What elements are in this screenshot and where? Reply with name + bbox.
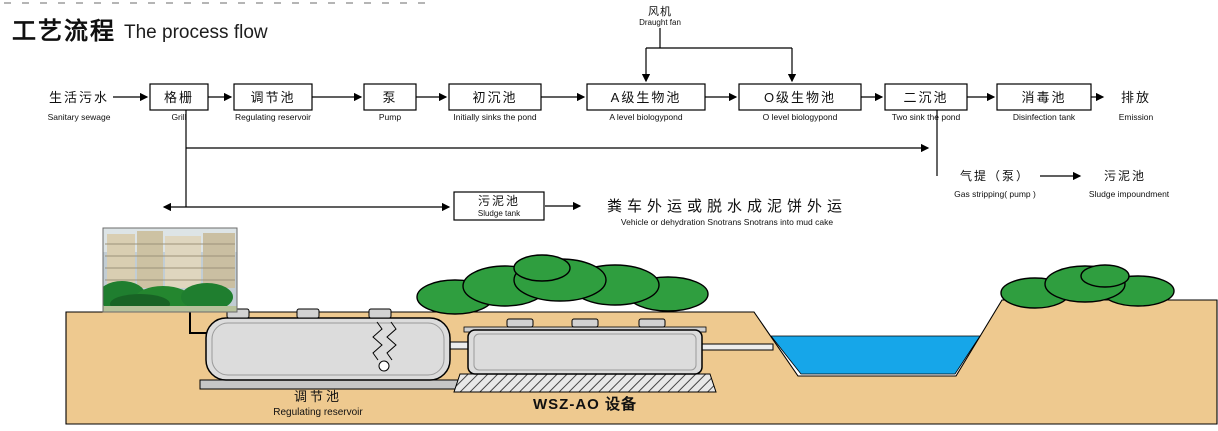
site-photo <box>103 228 237 312</box>
sludge-impoundment-label-zh: 污泥池 <box>1104 169 1146 183</box>
node-box <box>149 83 209 111</box>
tank-body-inner <box>211 322 445 376</box>
equipment-cap <box>571 318 599 328</box>
pipe-tank-to-equipment <box>449 341 471 350</box>
sludge-impoundment-label-en: Sludge impoundment <box>1089 189 1170 199</box>
equipment-body-inner <box>473 333 697 371</box>
sludge-tank-node: 污泥池 Sludge tank <box>453 191 545 221</box>
node-label-zh: 格栅 <box>164 90 194 105</box>
level-gauge <box>386 321 397 361</box>
node-box <box>363 83 417 111</box>
bushes-left <box>416 254 709 315</box>
equipment-body <box>467 329 703 375</box>
wsz-ao-equipment <box>453 318 717 393</box>
node-label-zh: 二沉池 <box>903 90 948 105</box>
regulating-tank-label-en: Regulating reservoir <box>273 407 363 418</box>
sludge-tank-label-zh: 污泥池 <box>478 194 520 208</box>
node-box <box>448 83 542 111</box>
node-label-en: Regulating reservoir <box>235 112 311 122</box>
node-box <box>884 83 968 111</box>
ground-illustration: 调节池 Regulating reservoir WSZ-AO 设备 <box>65 227 1218 425</box>
pond-water <box>770 335 981 375</box>
node-label-en: Disinfection tank <box>1013 112 1076 122</box>
regulating-tank-label-zh: 调节池 <box>294 389 342 404</box>
tank-base-slab <box>199 379 459 390</box>
node-box <box>738 83 862 111</box>
gauge-float <box>378 360 390 372</box>
source-label-zh: 生活污水 <box>49 90 109 105</box>
page-title-zh: 工艺流程 <box>12 18 116 45</box>
return-lines <box>185 110 1082 207</box>
fan-label-zh: 风机 <box>648 4 672 18</box>
node-box <box>586 83 706 111</box>
node-label-en: Pump <box>379 112 401 122</box>
disposal-note-en: Vehicle or dehydration Snotrans Snotrans… <box>621 217 833 227</box>
fan-label-en: Draught fan <box>639 18 681 27</box>
node-label-en: O level biologypond <box>763 112 838 122</box>
node-label-zh: 泵 <box>382 90 397 105</box>
bushes-right <box>1000 264 1175 309</box>
tank-cap <box>296 308 320 319</box>
flow-node-o-biology-pond: O级生物池 O level biologypond <box>738 83 862 122</box>
flow-node-regulating: 调节池 Regulating reservoir <box>233 83 313 122</box>
regulating-tank <box>199 308 459 390</box>
node-label-zh: 初沉池 <box>472 90 517 105</box>
flow-node-grill: 格栅 Grill <box>149 83 209 122</box>
node-label-en: A level biologypond <box>609 112 683 122</box>
flow-node-secondary-sedimentation: 二沉池 Two sink the pond <box>884 83 968 122</box>
sludge-disposal-lines <box>162 201 582 212</box>
flow-node-a-biology-pond: A级生物池 A level biologypond <box>586 83 706 122</box>
pipe-equipment-to-pond <box>700 343 774 351</box>
tank-cap <box>368 308 392 319</box>
flow-node-disinfection: 消毒池 Disinfection tank <box>996 83 1092 122</box>
sludge-tank-label-en: Sludge tank <box>478 209 521 218</box>
node-box <box>233 83 313 111</box>
node-box <box>453 191 545 221</box>
equipment-label: WSZ-AO 设备 <box>533 395 637 413</box>
equipment-cap <box>506 318 534 328</box>
node-label-zh: 调节池 <box>250 90 295 105</box>
flow-node-pump: 泵 Pump <box>363 83 417 122</box>
node-label-en: Two sink the pond <box>892 112 961 122</box>
flow-node-primary-sedimentation: 初沉池 Initially sinks the pond <box>448 83 542 122</box>
tank-body <box>205 317 451 381</box>
page-title-en: The process flow <box>124 22 268 43</box>
equipment-cap <box>638 318 666 328</box>
equipment-foundation <box>453 373 717 393</box>
node-label-zh: A级生物池 <box>611 90 682 105</box>
node-label-zh: O级生物池 <box>764 90 836 105</box>
fan-lines <box>641 28 797 83</box>
disposal-note-zh: 粪车外运或脱水成泥饼外运 <box>607 198 847 215</box>
site-photo-border <box>102 227 238 313</box>
node-label-zh: 消毒池 <box>1021 90 1066 105</box>
node-label-en: Grill <box>171 112 186 122</box>
pipe-inlet <box>189 312 207 334</box>
level-gauge <box>372 321 383 361</box>
source-label-en: Sanitary sewage <box>48 112 111 122</box>
gas-lift-label-zh: 气提（泵） <box>960 168 1030 183</box>
outfall-label-zh: 排放 <box>1121 90 1151 105</box>
node-label-en: Initially sinks the pond <box>453 112 536 122</box>
gas-lift-label-en: Gas stripping( pump ) <box>954 189 1036 199</box>
node-box <box>996 83 1092 111</box>
outfall-label-en: Emission <box>1119 112 1154 122</box>
